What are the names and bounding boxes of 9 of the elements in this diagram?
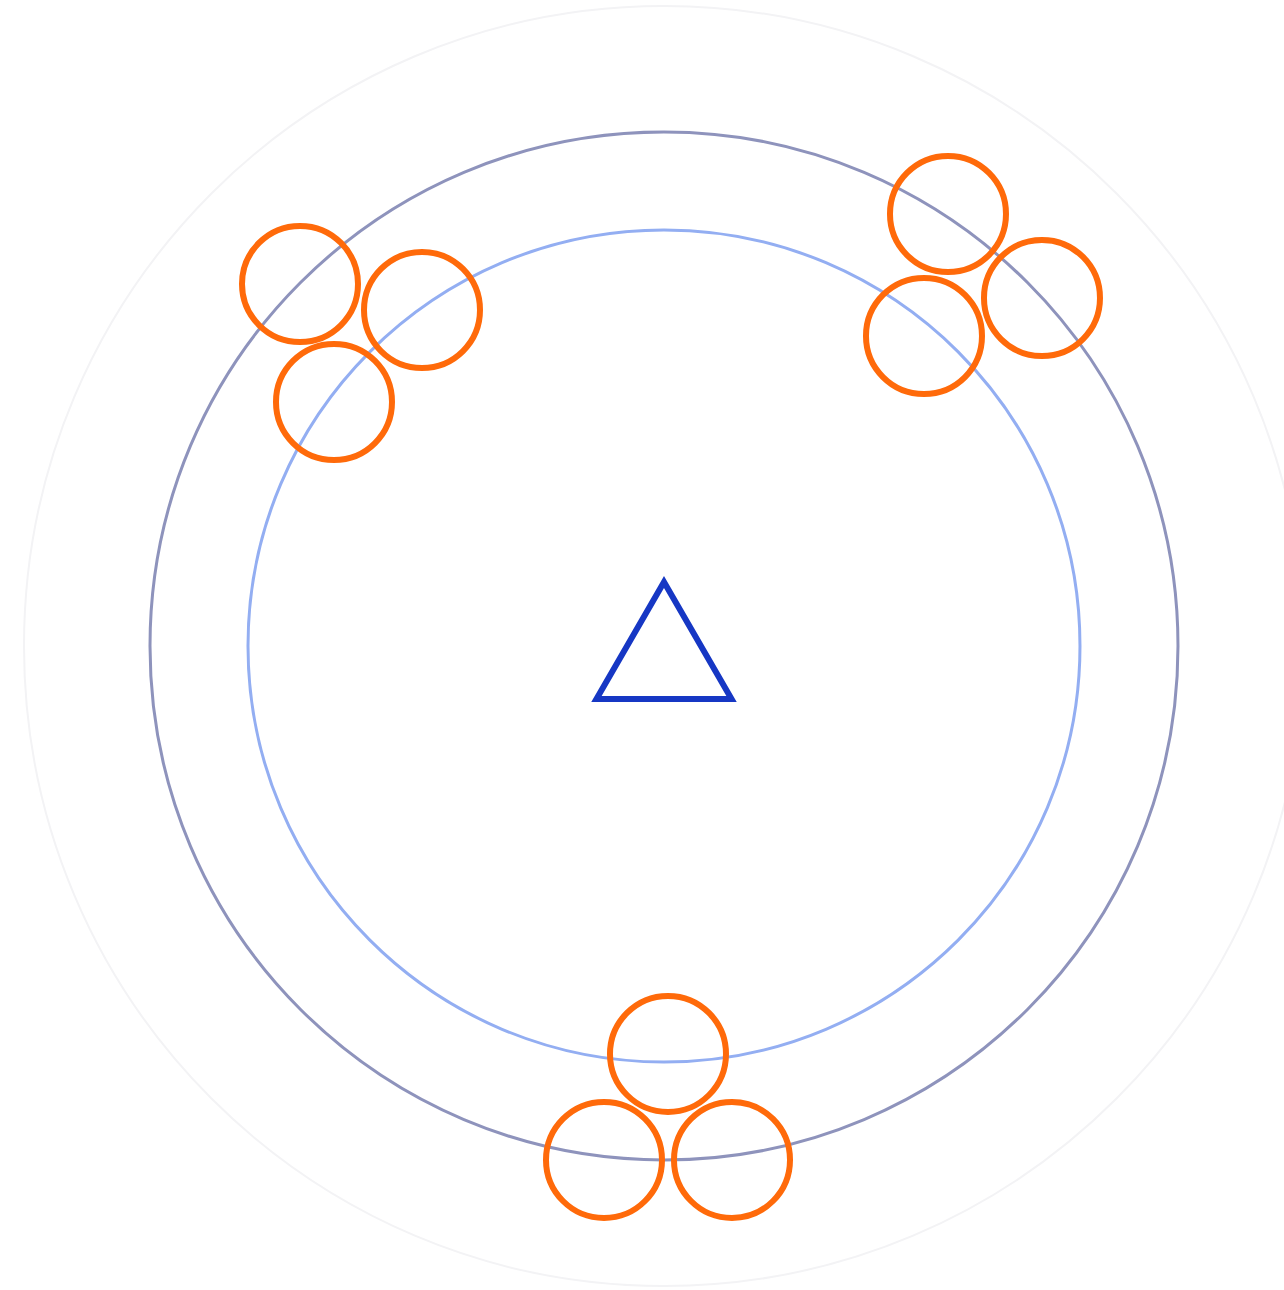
circle-marker [361, 249, 483, 371]
circle-marker [239, 223, 361, 345]
circle-marker [671, 1099, 793, 1221]
circle-marker [607, 993, 729, 1115]
circle-marker [887, 153, 1009, 275]
circle-marker [543, 1099, 665, 1221]
circle-marker [273, 341, 395, 463]
circle-marker [981, 237, 1103, 359]
circle-marker [863, 275, 985, 397]
